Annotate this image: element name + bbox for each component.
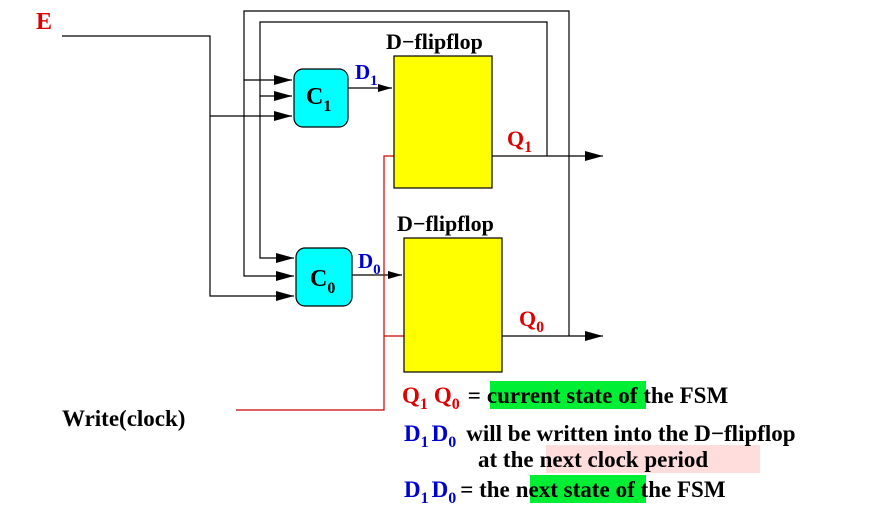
c1-label: C1 <box>306 84 331 115</box>
highlight-current-state <box>490 381 646 409</box>
q0-label: Q0 <box>519 306 544 336</box>
d1-label: D1 <box>355 60 378 89</box>
d0-label: D0 <box>358 249 381 278</box>
flipflop-bottom <box>403 237 503 373</box>
highlight-next-state <box>530 475 646 503</box>
flipflop-bottom-title: D−flipflop <box>397 211 494 236</box>
input-e-label: E <box>36 9 52 35</box>
logic-block-c0 <box>295 247 353 307</box>
flipflop-top <box>393 55 493 189</box>
logic-block-c1 <box>293 68 349 128</box>
c0-label: C0 <box>310 266 335 297</box>
clock-input-label: Write(clock) <box>62 406 185 431</box>
q1-label: Q1 <box>507 126 532 156</box>
wire-clock <box>236 155 404 411</box>
wire-e-input <box>62 35 294 301</box>
flipflop-top-title: D−flipflop <box>386 29 483 54</box>
wire-q0-feedback <box>243 10 570 336</box>
highlight-next-clock-period <box>546 445 760 473</box>
wires <box>62 10 603 341</box>
wire-q1-feedback <box>259 21 548 263</box>
